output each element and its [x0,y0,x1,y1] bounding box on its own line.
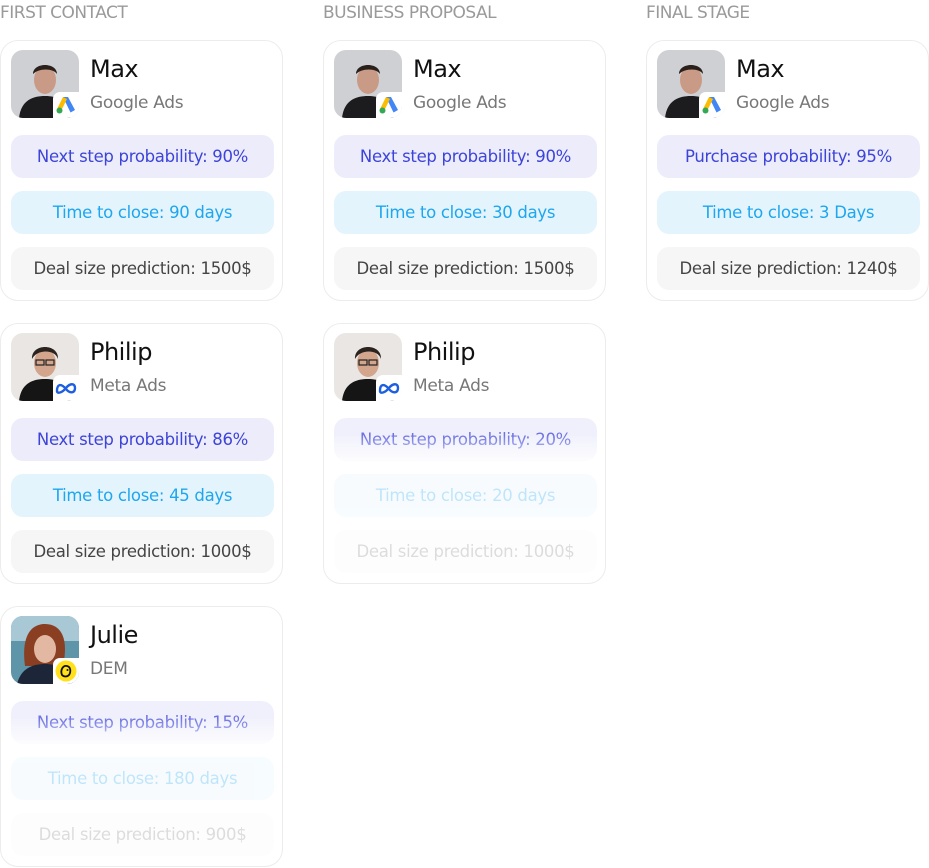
probability-badge: Next step probability: 90% [11,135,274,178]
time-to-close-badge: Time to close: 180 days [11,757,274,800]
lead-name: Julie [90,621,138,649]
meta-icon [376,375,402,401]
lead-name: Max [736,55,785,83]
probability-badge: Purchase probability: 95% [657,135,920,178]
probability-badge: Next step probability: 86% [11,418,274,461]
lead-source: Google Ads [736,93,830,113]
deal-size-badge: Deal size prediction: 1000$ [11,530,274,573]
meta-icon [53,375,79,401]
google-ads-icon [53,92,79,118]
lead-card[interactable]: Max Google Ads Purchase probability: 95%… [646,40,929,301]
lead-name: Philip [413,338,475,366]
lead-name: Max [413,55,462,83]
probability-badge: Next step probability: 20% [334,418,597,461]
lead-name: Philip [90,338,152,366]
lead-source: Google Ads [413,93,507,113]
lead-source: Google Ads [90,93,184,113]
google-ads-icon [376,92,402,118]
lead-source: Meta Ads [413,376,490,396]
lead-card[interactable]: Max Google Ads Next step probability: 90… [0,40,283,301]
column-title: BUSINESS PROPOSAL [323,3,497,23]
probability-badge: Next step probability: 90% [334,135,597,178]
deal-size-badge: Deal size prediction: 900$ [11,813,274,856]
column-title: FINAL STAGE [646,3,750,23]
time-to-close-badge: Time to close: 30 days [334,191,597,234]
lead-source: DEM [90,659,128,679]
time-to-close-badge: Time to close: 90 days [11,191,274,234]
deal-size-badge: Deal size prediction: 1240$ [657,247,920,290]
deal-size-badge: Deal size prediction: 1500$ [334,247,597,290]
lead-card[interactable]: Julie DEM Next step probability: 15% Tim… [0,606,283,867]
time-to-close-badge: Time to close: 20 days [334,474,597,517]
mailchimp-icon [53,658,79,684]
google-ads-icon [699,92,725,118]
deal-size-badge: Deal size prediction: 1000$ [334,530,597,573]
probability-badge: Next step probability: 15% [11,701,274,744]
lead-name: Max [90,55,139,83]
time-to-close-badge: Time to close: 45 days [11,474,274,517]
lead-card[interactable]: Philip Meta Ads Next step probability: 8… [0,323,283,584]
lead-card[interactable]: Max Google Ads Next step probability: 90… [323,40,606,301]
deal-size-badge: Deal size prediction: 1500$ [11,247,274,290]
lead-source: Meta Ads [90,376,167,396]
lead-card[interactable]: Philip Meta Ads Next step probability: 2… [323,323,606,584]
column-title: FIRST CONTACT [0,3,128,23]
time-to-close-badge: Time to close: 3 Days [657,191,920,234]
